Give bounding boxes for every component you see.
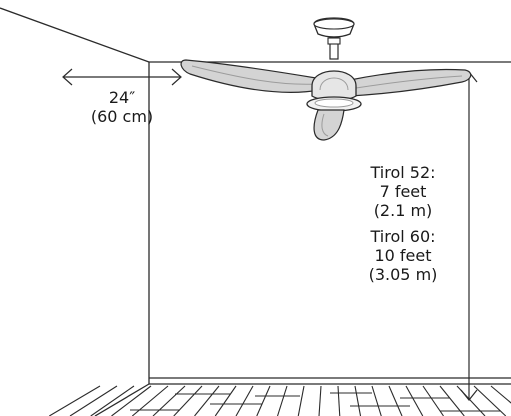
wood-floor — [48, 385, 511, 416]
floor-plank-line — [235, 385, 254, 416]
floor-plank-line — [48, 385, 101, 416]
floor-plank-line — [276, 385, 288, 416]
height-feet-60: 10 feet — [374, 246, 432, 265]
height-model-52: Tirol 52: — [370, 163, 436, 182]
floor-plank-line — [152, 385, 186, 416]
height-feet-52: 7 feet — [379, 182, 427, 201]
clearance-metric: (60 cm) — [90, 107, 154, 126]
floor-plank-line — [388, 385, 403, 416]
floor-left-edge — [94, 383, 150, 416]
floor-plank-line — [90, 385, 135, 416]
floor-plank-line — [173, 385, 203, 416]
floor-plank-line — [473, 385, 507, 416]
minimum-height-label: Tirol 52: 7 feet (2.1 m) Tirol 60: 10 fe… — [348, 163, 458, 284]
fan-blade-right — [349, 68, 472, 97]
floor-plank-line — [405, 385, 424, 416]
clearance-value: 24″ — [108, 88, 136, 107]
wall-clearance-label: 24″ (60 cm) — [74, 88, 170, 126]
floor-plank-line — [69, 385, 118, 416]
floor-plank-line — [111, 385, 152, 416]
floor-plank-line — [131, 385, 169, 416]
fan-motor-housing — [311, 70, 357, 102]
floor-plank-line — [214, 385, 237, 416]
floor-plank-line — [318, 385, 322, 416]
floor-plank-line — [297, 385, 305, 416]
floor-plank-line — [354, 385, 362, 416]
fan-blade-left — [180, 59, 321, 93]
height-meters-60: (3.05 m) — [368, 265, 438, 284]
floor-plank-line — [490, 385, 511, 404]
clearance-arrow — [62, 68, 182, 86]
height-arrow — [460, 71, 478, 401]
floor-plank-line — [422, 385, 444, 416]
fan-blade-front — [313, 109, 345, 141]
ceiling-fan — [180, 17, 472, 141]
floor-plank-line — [256, 385, 271, 416]
floor-plank-line — [194, 385, 220, 416]
fan-downrod — [329, 36, 339, 60]
floor-plank-line — [371, 385, 382, 416]
ceiling-corner-line — [0, 7, 150, 63]
floor-plank-line — [337, 385, 341, 416]
height-meters-52: (2.1 m) — [373, 201, 433, 220]
height-model-60: Tirol 60: — [370, 227, 436, 246]
